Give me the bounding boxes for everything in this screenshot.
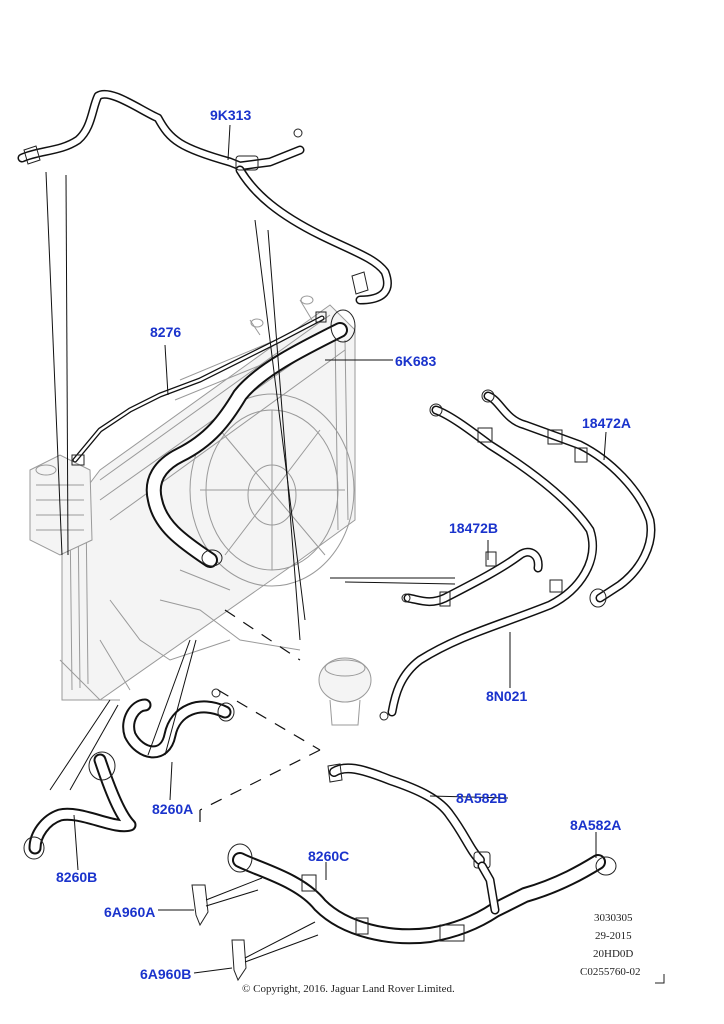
pipe-8260C[interactable] — [227, 843, 617, 945]
diagram-code-2: 29-2015 — [595, 930, 632, 942]
clip-6A960A[interactable] — [191, 884, 209, 927]
hose-18472B[interactable] — [401, 547, 543, 607]
hose-8260A[interactable] — [122, 688, 235, 759]
hose-9K313[interactable] — [17, 89, 392, 305]
diagram-code-4: C0255760-02 — [580, 966, 641, 978]
label-8A582A[interactable]: 8A582A — [570, 817, 621, 833]
label-8260A[interactable]: 8260A — [152, 801, 193, 817]
label-6K683[interactable]: 6K683 — [395, 353, 436, 369]
hose-8A582B[interactable] — [327, 763, 491, 869]
copyright-notice: © Copyright, 2016. Jaguar Land Rover Lim… — [242, 983, 455, 995]
hose-8N021[interactable] — [387, 403, 598, 717]
label-8N021[interactable]: 8N021 — [486, 688, 527, 704]
pipe-8276[interactable] — [71, 311, 327, 466]
diagram-code-1: 3030305 — [594, 912, 633, 924]
label-8A582B[interactable]: 8A582B — [456, 790, 507, 806]
label-8260C[interactable]: 8260C — [308, 848, 349, 864]
hose-18472A[interactable] — [481, 389, 656, 608]
label-9K313[interactable]: 9K313 — [210, 107, 251, 123]
diagram-code-3: 20HD0D — [593, 948, 633, 960]
hose-6K683[interactable] — [145, 309, 356, 568]
hose-8260B[interactable] — [23, 751, 137, 860]
label-6A960B[interactable]: 6A960B — [140, 966, 191, 982]
clip-6A960B[interactable] — [231, 939, 247, 982]
label-18472B[interactable]: 18472B — [449, 520, 498, 536]
label-8276[interactable]: 8276 — [150, 324, 181, 340]
label-6A960A[interactable]: 6A960A — [104, 904, 155, 920]
leader-lines — [45, 124, 607, 974]
corner-mark — [655, 974, 665, 984]
label-8260B[interactable]: 8260B — [56, 869, 97, 885]
assembly-lines — [199, 609, 321, 830]
label-18472A[interactable]: 18472A — [582, 415, 631, 431]
